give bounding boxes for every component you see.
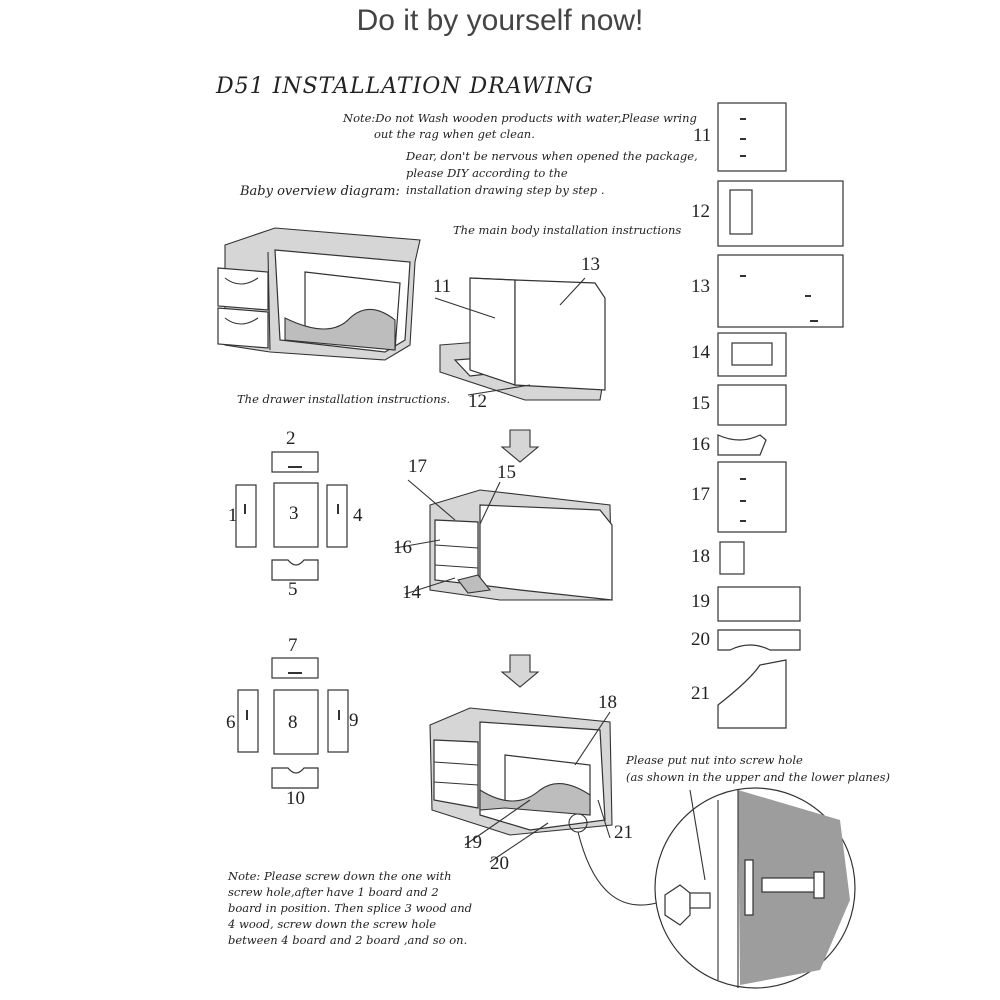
label-18-main: 18 <box>598 692 617 713</box>
label-18-part: 18 <box>691 546 710 567</box>
label-11-main: 11 <box>433 276 452 297</box>
label-15-part: 15 <box>691 393 710 414</box>
nervous-note-line2: please DIY according to the <box>406 166 568 180</box>
drawer-instructions-label: The drawer installation instructions. <box>237 392 451 406</box>
label-10: 10 <box>286 788 305 809</box>
label-12-main: 12 <box>468 391 487 412</box>
main-body-label: The main body installation instructions <box>453 223 682 237</box>
label-4: 4 <box>353 505 363 526</box>
drawer2-parts <box>237 657 349 789</box>
label-16-part: 16 <box>691 434 710 455</box>
label-13-part: 13 <box>691 276 710 297</box>
label-8: 8 <box>288 712 298 733</box>
label-13-main: 13 <box>581 254 600 275</box>
screw-note-line5: between 4 board and 2 board ,and so on. <box>228 933 468 947</box>
label-14-part: 14 <box>691 342 710 363</box>
label-17-main: 17 <box>408 456 427 477</box>
label-1: 1 <box>228 505 238 526</box>
nervous-note-line3: installation drawing step by step . <box>406 183 605 197</box>
label-3: 3 <box>289 503 299 524</box>
main-body-step1 <box>439 277 606 401</box>
main-body-step2 <box>429 489 613 601</box>
page-title: Do it by yourself now! <box>356 4 644 37</box>
screw-note-line1: Note: Please screw down the one with <box>228 869 452 883</box>
nut-note-sub: (as shown in the upper and the lower pla… <box>626 770 891 784</box>
drawing-heading: D51 INSTALLATION DRAWING <box>216 74 594 99</box>
label-5: 5 <box>288 579 298 600</box>
screw-note-line2: screw hole,after have 1 board and 2 <box>228 885 439 899</box>
nut-detail <box>568 787 856 989</box>
main-body-step3 <box>429 707 613 836</box>
overview-illustration <box>217 227 421 361</box>
wash-note-line1: Note:Do not Wash wooden products with wa… <box>343 111 697 125</box>
label-11-part: 11 <box>693 125 712 146</box>
label-9: 9 <box>349 710 359 731</box>
down-arrow-1 <box>500 429 540 463</box>
screw-note-line4: 4 wood, screw down the screw hole <box>228 917 437 931</box>
label-7: 7 <box>288 635 298 656</box>
nut-note: Please put nut into screw hole <box>626 753 803 767</box>
label-19-main: 19 <box>463 832 482 853</box>
nervous-note-line1: Dear, don't be nervous when opened the p… <box>406 149 698 163</box>
screw-note-line3: board in position. Then splice 3 wood an… <box>228 901 472 915</box>
overview-label: Baby overview diagram: <box>240 184 400 199</box>
label-2: 2 <box>286 428 296 449</box>
wash-note-line2: out the rag when get clean. <box>374 127 535 141</box>
label-15-main: 15 <box>497 462 516 483</box>
label-16-main: 16 <box>393 537 412 558</box>
parts-list <box>717 102 844 729</box>
down-arrow-2 <box>500 654 540 688</box>
label-14-main: 14 <box>402 582 421 603</box>
label-12-part: 12 <box>691 201 710 222</box>
label-20-main: 20 <box>490 853 509 874</box>
label-17-part: 17 <box>691 484 710 505</box>
drawer1-parts <box>235 451 348 581</box>
label-19-part: 19 <box>691 591 710 612</box>
label-21-main: 21 <box>614 822 633 843</box>
label-6: 6 <box>226 712 236 733</box>
label-21-part: 21 <box>691 683 710 704</box>
leader-lines <box>394 277 611 863</box>
label-20-part: 20 <box>691 629 710 650</box>
